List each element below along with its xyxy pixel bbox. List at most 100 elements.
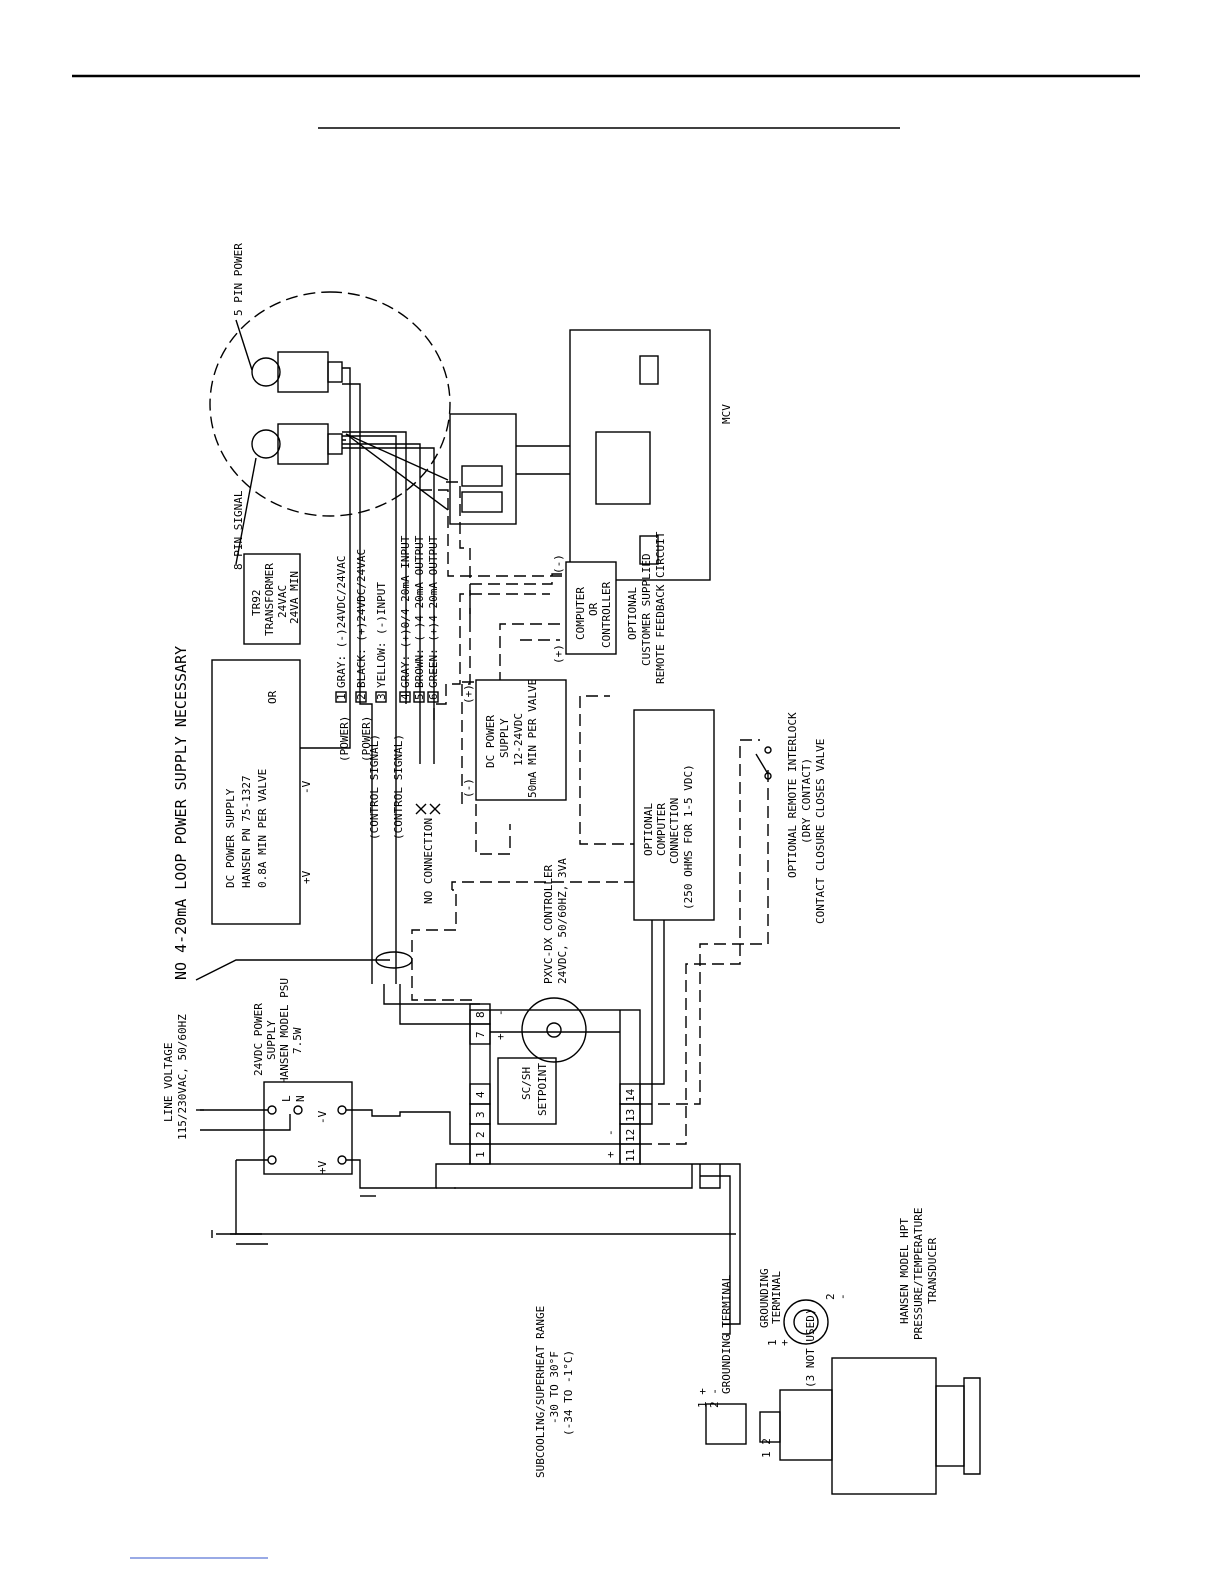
psu-line2: SUPPLY: [265, 1020, 278, 1060]
ct-8: 8: [474, 1011, 487, 1018]
wire-1-text: GRAY: (-)24VDC/24VAC: [335, 556, 348, 688]
psu-line3: HANSEN MODEL PSU: [278, 978, 291, 1084]
controller-plus2: +: [604, 1151, 617, 1158]
dc-small-line2: SUPPLY: [498, 718, 511, 758]
optional-computer-box: [633, 709, 715, 921]
computer-minus: (-): [552, 554, 565, 574]
wire-2-text: BLACK: (+)24VDC/24VAC: [355, 549, 368, 688]
ct-14: 14: [624, 1088, 637, 1102]
dc-small-box: [475, 679, 567, 801]
wire-6-num: 6: [427, 693, 440, 700]
computer-plus: (+): [552, 644, 565, 664]
dc-big-minus: -V: [300, 780, 313, 794]
ct-3: 3: [474, 1111, 487, 1118]
pin8-label: 8 PIN SIGNAL: [232, 490, 245, 570]
opt-comp-line1: OPTIONAL: [642, 803, 655, 856]
hpt-pinout: 1 2 + - (3 NOT USED) GROUNDING TERMINAL: [758, 1268, 849, 1388]
line-voltage-line1: LINE VOLTAGE: [162, 1043, 175, 1122]
controller-minus: -: [494, 1009, 507, 1016]
pin-2: 2: [824, 1293, 837, 1300]
wire-role-1: (POWER): [338, 716, 351, 762]
psu-term-l: L: [280, 1095, 293, 1102]
computer-line2: OR: [587, 602, 600, 616]
hpt-label-2: PRESSURE/TEMPERATURE: [912, 1208, 925, 1340]
hpt-label-1: HANSEN MODEL HPT: [898, 1218, 911, 1324]
dc-small-minus: (-): [462, 778, 475, 798]
wire-legend: 1 GRAY: (-)24VDC/24VAC 2 BLACK: (+)24VDC…: [335, 535, 440, 703]
mcv-label: MCV: [720, 404, 733, 424]
range-1: SUBCOOLING/SUPERHEAT RANGE: [534, 1306, 547, 1478]
connector-pins: 1 2: [760, 1438, 773, 1458]
ct-4: 4: [474, 1091, 487, 1098]
feedback-line2: CUSTOMER SUPPLIED: [640, 553, 653, 666]
psu-line1: 24VDC POWER: [252, 1003, 265, 1076]
computer-box: [565, 561, 617, 655]
wire-5-text: BROWN: (-)4-20mA OUTPUT: [413, 535, 426, 688]
wire-1-num: 1: [335, 693, 348, 700]
ct-2: 2: [474, 1131, 487, 1138]
feedback-line3: REMOTE FEEDBACK CIRCUIT: [654, 531, 667, 684]
wire-3-text: YELLOW: (-)INPUT: [375, 582, 388, 688]
ct-12: 12: [624, 1129, 637, 1142]
pin-minus: -: [836, 1293, 849, 1300]
grounding-terminal-run: GROUNDING TERMINAL: [720, 1274, 733, 1394]
controller-label-2: 24VDC, 50/60HZ, 3VA: [556, 858, 569, 984]
mcv-valve: [345, 329, 711, 581]
wire-mark-2: 2 -: [708, 1388, 721, 1408]
dc-power-supply-box: [211, 659, 301, 925]
wire-2-num: 2: [355, 693, 368, 700]
or-label: OR: [266, 690, 279, 704]
computer-line3: CONTROLLER: [600, 581, 613, 648]
pin-not-used: (3 NOT USED): [804, 1309, 817, 1388]
ct-13: 13: [624, 1109, 637, 1122]
interlock-1: OPTIONAL REMOTE INTERLOCK: [786, 712, 799, 878]
controller-minus2: -: [604, 1129, 617, 1136]
dc-big-plus: +V: [300, 870, 313, 884]
connector-callout-circle: [209, 291, 451, 517]
tr92-line1: TR92: [250, 590, 263, 617]
controller-terminals-top: 1 2 3 4 7 8: [469, 1003, 491, 1165]
psu-box: [263, 1081, 353, 1175]
dc-supply-line3: 0.8A MIN PER VALVE: [256, 769, 269, 888]
power-connector: [251, 351, 343, 393]
dc-small-line3: 12-24VDC: [512, 713, 525, 766]
wire-role-3: (CONTROL SIGNAL): [368, 734, 381, 840]
range-2: -30 TO 30°F: [548, 1351, 561, 1424]
controller-display-2: SETPOINT: [536, 1063, 549, 1116]
pin5-label: 5 PIN POWER: [232, 243, 245, 316]
grounding-terminal-1: GROUNDING: [758, 1268, 771, 1328]
computer-line1: COMPUTER: [574, 587, 587, 640]
pin-1: 1: [766, 1339, 779, 1346]
pxvc-controller: [469, 1009, 641, 1165]
dc-small-line1: DC POWER: [484, 715, 497, 768]
hpt-body: [831, 1357, 937, 1495]
ct-7: 7: [474, 1031, 487, 1038]
range-3: (-34 TO -1°C): [562, 1350, 575, 1436]
no-connection-label: NO CONNECTION: [422, 818, 435, 904]
diagram-title: NO 4-20mA LOOP POWER SUPPLY NECESSARY: [172, 646, 190, 980]
wire-role-4: (CONTROL SIGNAL): [392, 734, 405, 840]
tr92-line2: TRANSFORMER: [263, 563, 276, 636]
controller-label-1: PXVC-DX CONTROLLER: [542, 864, 555, 984]
line-voltage-line2: 115/230VAC, 50/60HZ: [176, 1014, 189, 1140]
wire-4-num: 4: [399, 693, 412, 700]
wire-role-2: (POWER): [360, 716, 373, 762]
dc-supply-line2: HANSEN PN 75-1327: [240, 775, 253, 888]
pin-plus: +: [778, 1339, 791, 1346]
opt-comp-line3: CONNECTION: [668, 798, 681, 864]
controller-terminals-bottom: 11 12 13 14: [619, 1083, 641, 1165]
signal-connector: [251, 423, 343, 465]
wire-mark-1: 1 +: [696, 1388, 709, 1408]
psu-line4: 7.5W: [291, 1027, 304, 1054]
psu-term-minus: -V: [316, 1110, 329, 1124]
psu-term-plus: +V: [316, 1160, 329, 1174]
rotated-diagram: NO 4-20mA LOOP POWER SUPPLY NECESSARY DC…: [162, 243, 981, 1495]
dc-supply-line1: DC POWER SUPPLY: [224, 788, 237, 888]
feedback-line1: OPTIONAL: [626, 587, 639, 640]
opt-comp-line2: COMPUTER: [655, 803, 668, 856]
grounding-terminal-2: TERMINAL: [770, 1271, 783, 1324]
wire-6-text: GREEN: (+)4-20mA OUTPUT: [427, 535, 440, 688]
hpt-label-3: TRANSDUCER: [926, 1237, 939, 1304]
controller-plus: +: [494, 1033, 507, 1040]
